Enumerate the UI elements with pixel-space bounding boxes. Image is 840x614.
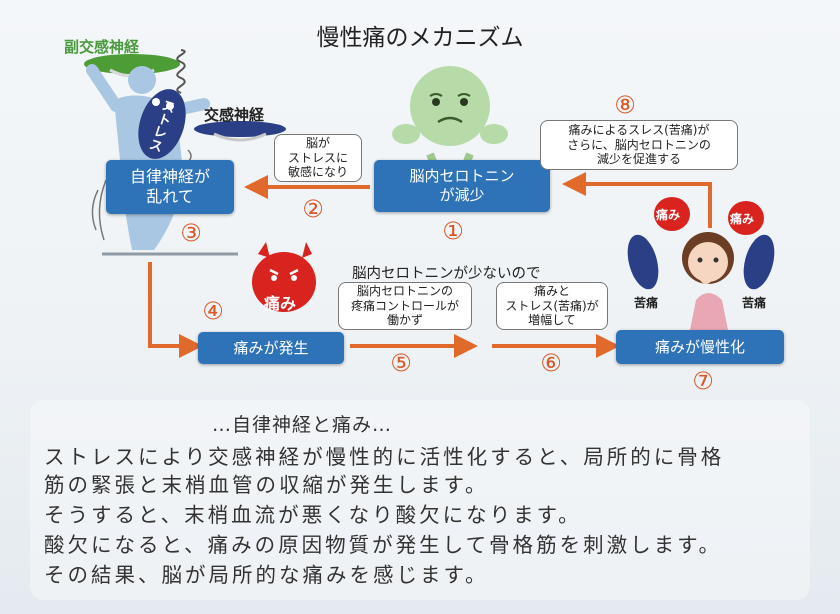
spring-icon <box>176 49 186 94</box>
pain-small-label-right: 痛み <box>730 212 755 226</box>
pain-char-label: 痛み <box>264 294 297 313</box>
step-number-6: ⑥ <box>540 349 562 377</box>
bubble-pain-control-fails: 脳内セロトニンの疼痛コントロールが働かず <box>338 282 472 330</box>
bubble-brain-sensitive: 脳がストレスに敏感になり <box>274 134 362 182</box>
pain-character-small-left-icon <box>654 197 690 231</box>
arrow-8 <box>562 172 712 228</box>
serotonin-character-icon <box>392 66 508 164</box>
node-pain-chronic: 痛みが慢性化 <box>616 330 784 364</box>
bubble-amplify: 痛みとストレス(苦痛)が増幅して <box>496 282 608 330</box>
step-number-2: ② <box>302 195 324 223</box>
step-number-4: ④ <box>202 297 224 325</box>
stress-character-small-right-icon <box>743 234 775 290</box>
text-line-4: 酸欠になると、痛みの原因物質が発生して骨格筋を刺激します。 <box>44 533 723 557</box>
text-panel <box>30 400 810 600</box>
sympathetic-dish-icon <box>194 121 286 142</box>
flow-arrows <box>102 172 712 358</box>
node-pain-occurs: 痛みが発生 <box>198 332 344 364</box>
pain-character-icon <box>252 242 316 312</box>
stress-character-small-left-icon <box>627 234 659 290</box>
step-number-8: ⑧ <box>614 91 636 119</box>
text-heading: …自律神経と痛み… <box>212 414 393 436</box>
arrow-3 <box>148 262 203 358</box>
bubble-pain-stress-promote: 痛みによるスレス(苦痛)がさらに、脳内セロトニンの減少を促進する <box>540 120 738 170</box>
step-number-5: ⑤ <box>390 349 412 377</box>
stress-character-icon <box>138 89 186 159</box>
step-number-3: ③ <box>180 219 202 247</box>
text-line-1: ストレスにより交感神経が慢性的に活性化すると、局所的に骨格 <box>44 445 725 469</box>
pain-character-small-right-icon <box>728 201 764 235</box>
node-autonomic-disturbed: 自律神経が 乱れて <box>106 160 234 214</box>
label-suffering-right: 苦痛 <box>742 296 767 310</box>
text-line-3: そうすると、末梢血流が悪くなり酸欠になります。 <box>44 503 582 527</box>
label-suffering-left: 苦痛 <box>634 296 659 310</box>
step-number-7: ⑦ <box>692 367 714 395</box>
label-serotonin-low: 脳内セロトニンが少ないので <box>352 266 541 282</box>
text-line-5: その結果、脳が局所的な痛みを感じます。 <box>44 563 489 587</box>
label-parasympathetic: 副交感神経 <box>64 38 140 56</box>
text-line-2: 筋の緊張と末梢血管の収縮が発生します。 <box>44 473 489 497</box>
page-title: 慢性痛のメカニズム <box>316 25 524 51</box>
step-number-1: ① <box>442 217 464 245</box>
woman-figure-icon <box>682 232 734 330</box>
pain-small-label-left: 痛み <box>656 208 681 222</box>
node-serotonin-decrease: 脳内セロトニン が減少 <box>374 160 550 212</box>
label-sympathetic: 交感神経 <box>204 106 265 124</box>
